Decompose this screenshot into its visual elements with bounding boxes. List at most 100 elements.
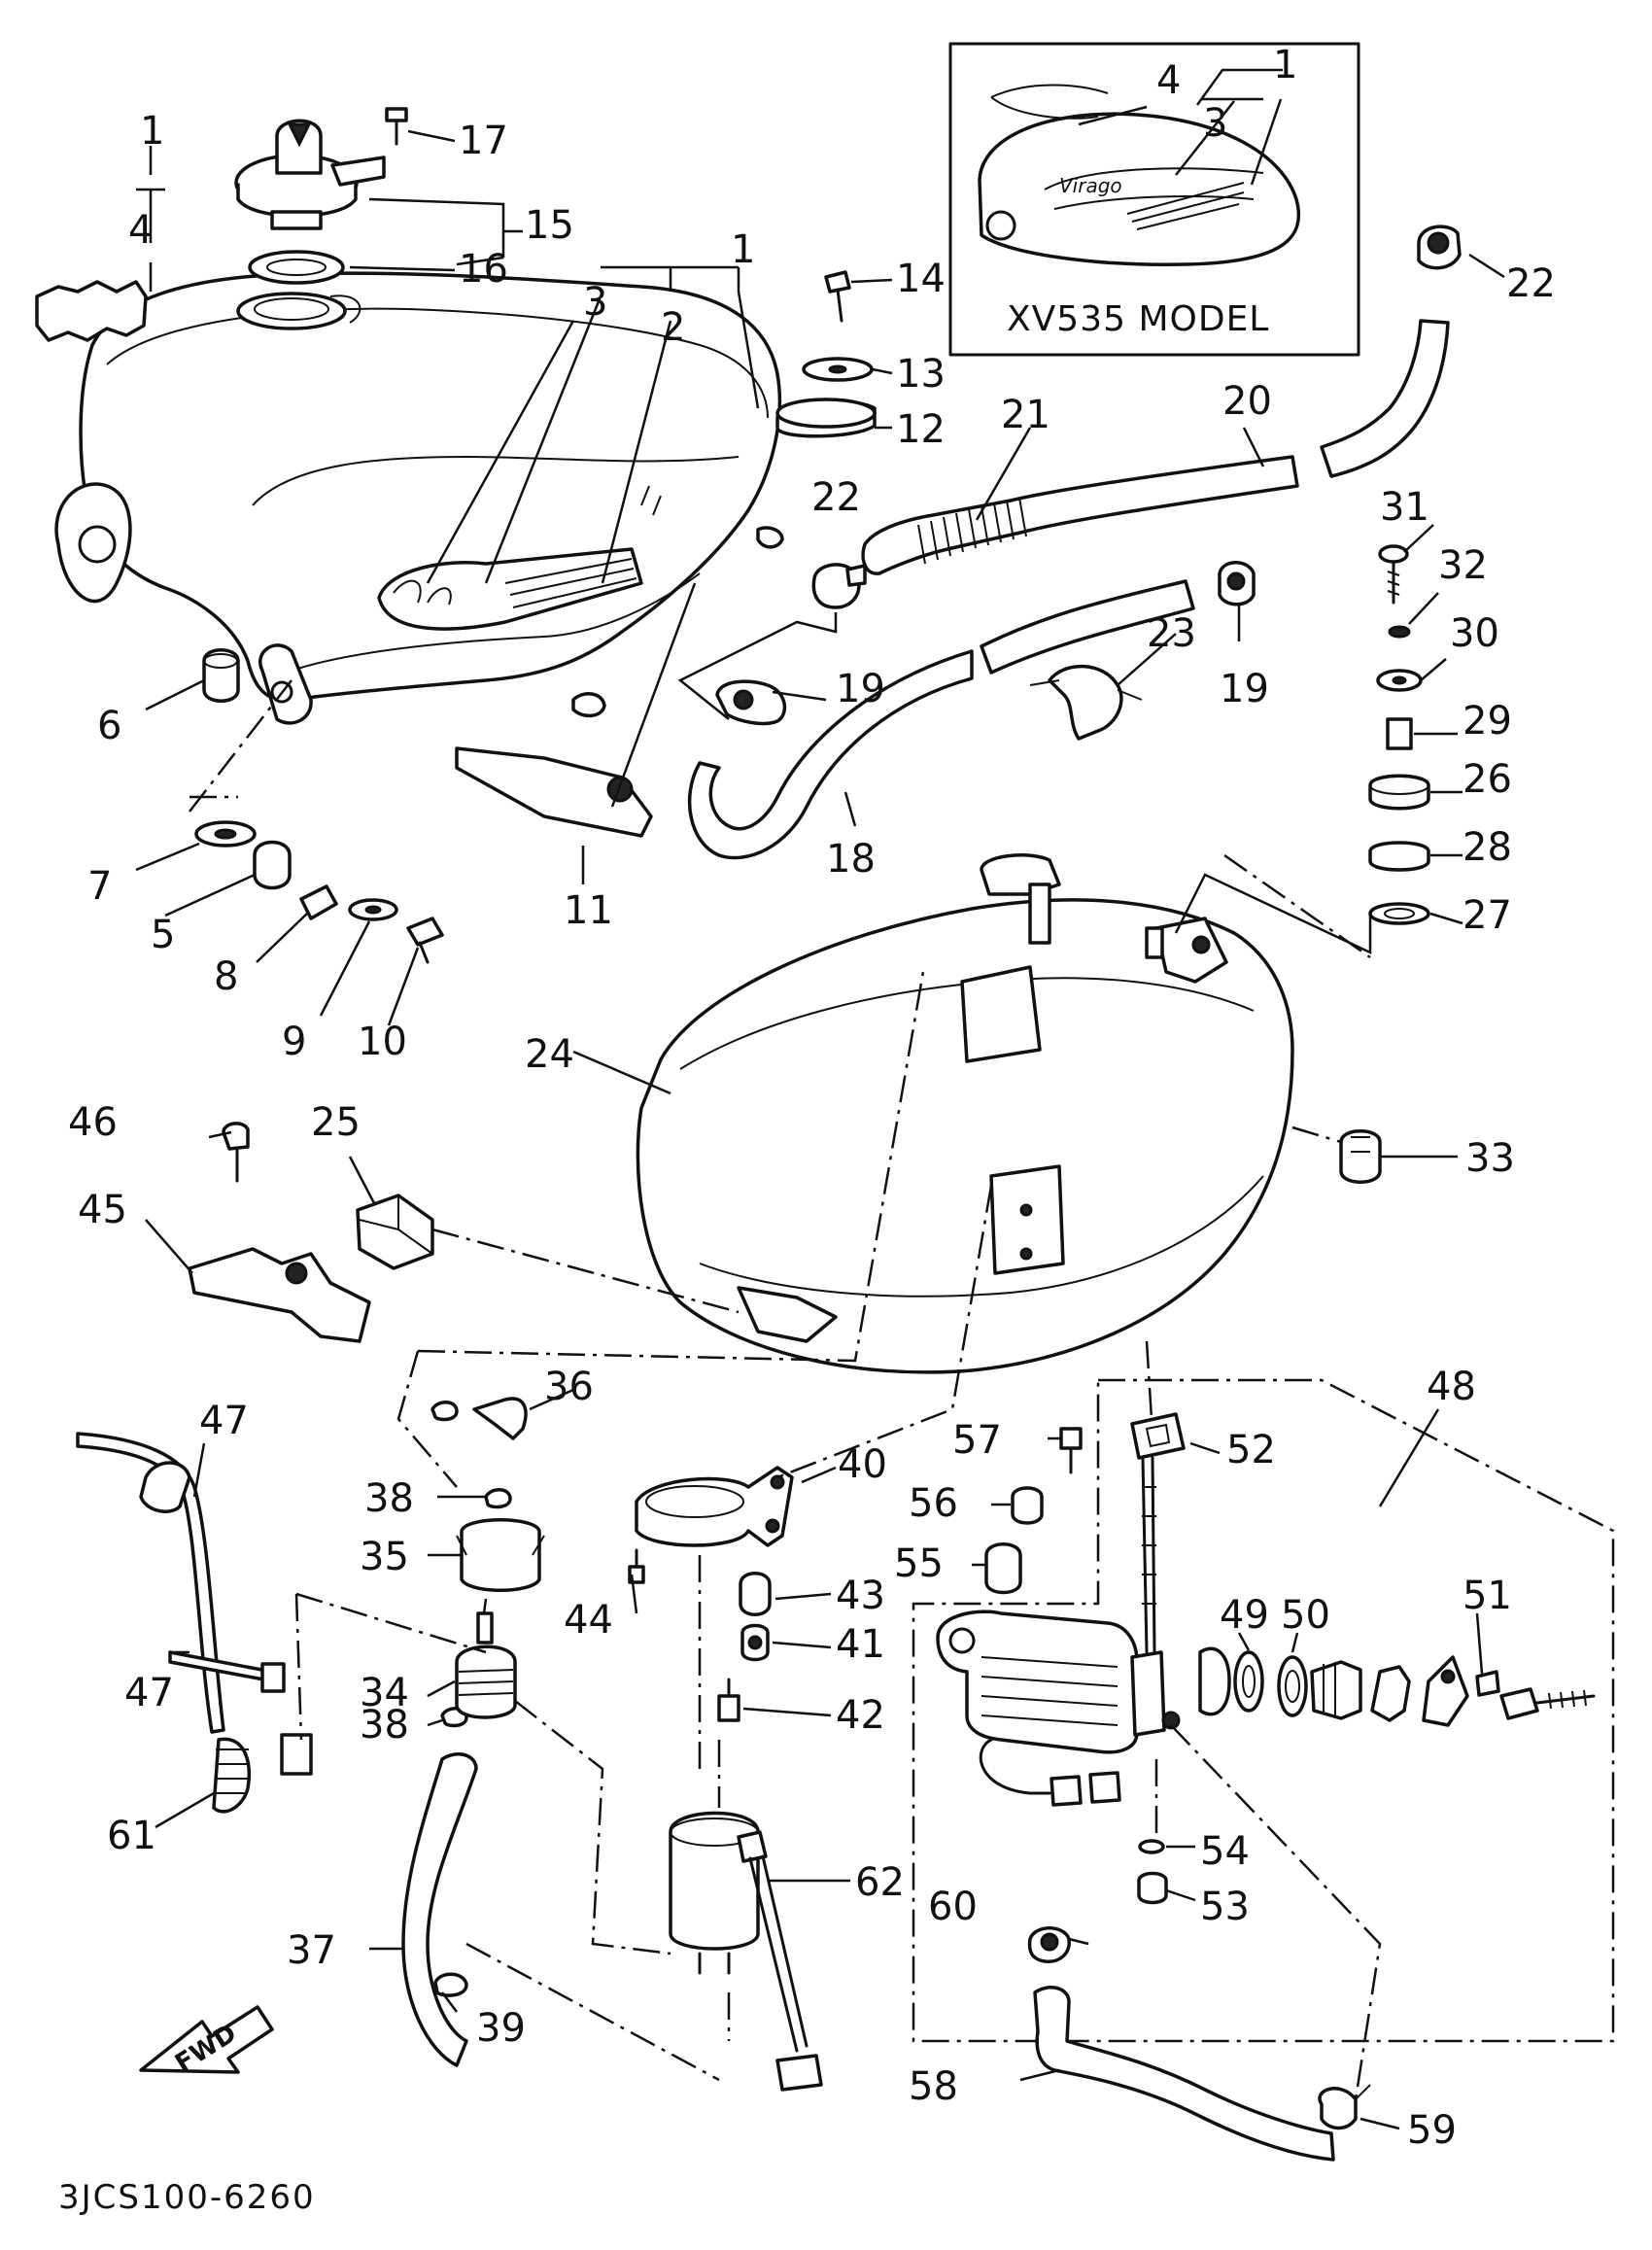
cap-gasket <box>248 250 345 285</box>
callout-36: 36 <box>544 1365 594 1409</box>
inset-model-title: XV535 MODEL <box>1007 299 1269 339</box>
callout-22-top: 22 <box>1506 261 1556 306</box>
hose-36 <box>472 1397 528 1440</box>
callout-25: 25 <box>311 1100 361 1145</box>
clip-38-upper <box>430 1401 459 1422</box>
clip-39 <box>433 1972 468 1997</box>
bolt-57 <box>1059 1427 1083 1450</box>
tank-mount-rear <box>1154 917 1228 984</box>
callout-5: 5 <box>151 913 175 957</box>
pump-connector <box>775 2054 823 2092</box>
callout-57: 57 <box>952 1418 1002 1463</box>
clip-11 <box>455 746 653 838</box>
callout-55: 55 <box>894 1541 944 1586</box>
outer-fuel-tank <box>54 271 784 725</box>
callout-19-left: 19 <box>836 667 885 711</box>
callout-32: 32 <box>1438 543 1488 588</box>
rubber-block-25 <box>356 1194 434 1270</box>
inset-tank-body <box>978 112 1301 266</box>
callout-34: 34 <box>360 1671 409 1715</box>
callout-4-inset: 4 <box>1156 58 1181 103</box>
callout-13: 13 <box>896 352 946 397</box>
fuel-lines-lower <box>76 1397 823 2092</box>
callout-49: 49 <box>1220 1593 1269 1638</box>
callout-37: 37 <box>287 1928 336 1973</box>
callout-48: 48 <box>1427 1365 1476 1409</box>
forward-direction-arrow: FWD <box>139 2005 274 2079</box>
callout-53: 53 <box>1200 1885 1250 1929</box>
tank-emblem <box>377 547 643 631</box>
callout-31: 31 <box>1380 485 1429 530</box>
callout-38-lower: 38 <box>360 1703 409 1748</box>
callout-54: 54 <box>1200 1829 1250 1874</box>
callout-58: 58 <box>909 2064 958 2109</box>
xv535-model-inset: Virago XV535 MODEL 4 1 3 <box>948 42 1360 357</box>
hose-18 <box>687 649 974 860</box>
pump-cover-35 <box>460 1518 541 1592</box>
washer-50 <box>1277 1655 1308 1717</box>
callout-28: 28 <box>1463 825 1512 870</box>
callout-4-left: 4 <box>128 208 153 253</box>
washer-27 <box>1368 902 1430 925</box>
fuel-cap-lock <box>275 119 323 175</box>
callout-14: 14 <box>896 257 946 301</box>
tube-end-61 <box>280 1733 313 1776</box>
callout-11: 11 <box>564 888 613 933</box>
hose-37 <box>401 1752 478 2067</box>
callout-30: 30 <box>1450 611 1499 656</box>
callout-1-inset: 1 <box>1273 43 1297 87</box>
callout-labels: 1 4 17 15 16 3 2 1 14 13 12 21 20 22 22 … <box>68 109 1556 2153</box>
damper-5 <box>253 840 292 890</box>
inset-emblem-text: Virago <box>1059 174 1122 197</box>
callout-40: 40 <box>838 1442 887 1487</box>
tank-bracket-side <box>989 1164 1065 1275</box>
inset-frame <box>948 42 1360 357</box>
cable-tie-47 <box>168 1650 276 1683</box>
callout-7: 7 <box>87 864 112 909</box>
bolt-46 <box>222 1122 250 1151</box>
callout-46: 46 <box>68 1100 118 1145</box>
drain-bolt-53 <box>1137 1871 1168 1905</box>
fuel-cock-assembly <box>912 1378 1615 2162</box>
clip-59 <box>1318 2087 1358 2130</box>
cock-gasket <box>1422 1655 1469 1727</box>
oring-49 <box>1233 1650 1264 1713</box>
tank-bottom-tab <box>737 1286 838 1343</box>
hoses-upper <box>455 225 1462 860</box>
rear-mount-stack <box>1368 544 1430 925</box>
callout-10: 10 <box>358 1020 407 1064</box>
washer-54 <box>1138 1839 1165 1854</box>
bolt-14 <box>824 270 851 294</box>
callout-19-right: 19 <box>1220 667 1269 711</box>
cock-screw <box>1499 1687 1539 1720</box>
bolt-10 <box>406 917 444 947</box>
inner-tank-shell <box>636 898 1294 1374</box>
mount-hardware <box>194 648 444 964</box>
callout-3-inset: 3 <box>1203 101 1227 146</box>
fuel-cock-body <box>936 1610 1139 1754</box>
tank-front-mount <box>54 482 132 604</box>
diagram-code: 3JCS100-6260 <box>58 2178 316 2217</box>
callout-61: 61 <box>107 1814 156 1858</box>
screw-51 <box>1475 1670 1500 1697</box>
fuel-cock-connector <box>1050 1775 1083 1807</box>
callout-23: 23 <box>1147 611 1196 656</box>
callout-12: 12 <box>896 407 946 452</box>
callout-1-main: 1 <box>731 227 755 272</box>
callout-50: 50 <box>1281 1593 1330 1638</box>
fuel-hose-58 <box>1033 1986 1335 2162</box>
gasket-52 <box>1130 1412 1186 1460</box>
callout-1-left: 1 <box>140 109 164 154</box>
callout-44: 44 <box>564 1598 613 1643</box>
callout-21: 21 <box>1001 393 1050 437</box>
callout-59: 59 <box>1407 2108 1457 2153</box>
callout-60: 60 <box>928 1885 978 1929</box>
tank-bracket-top <box>960 965 1042 1063</box>
callout-22-mid: 22 <box>811 475 861 520</box>
callout-27: 27 <box>1463 893 1512 938</box>
lever-plate <box>1198 1646 1231 1716</box>
callout-15: 15 <box>525 203 574 248</box>
cock-spring-plate <box>1370 1665 1411 1722</box>
fuel-pump-62 <box>669 1811 760 1951</box>
